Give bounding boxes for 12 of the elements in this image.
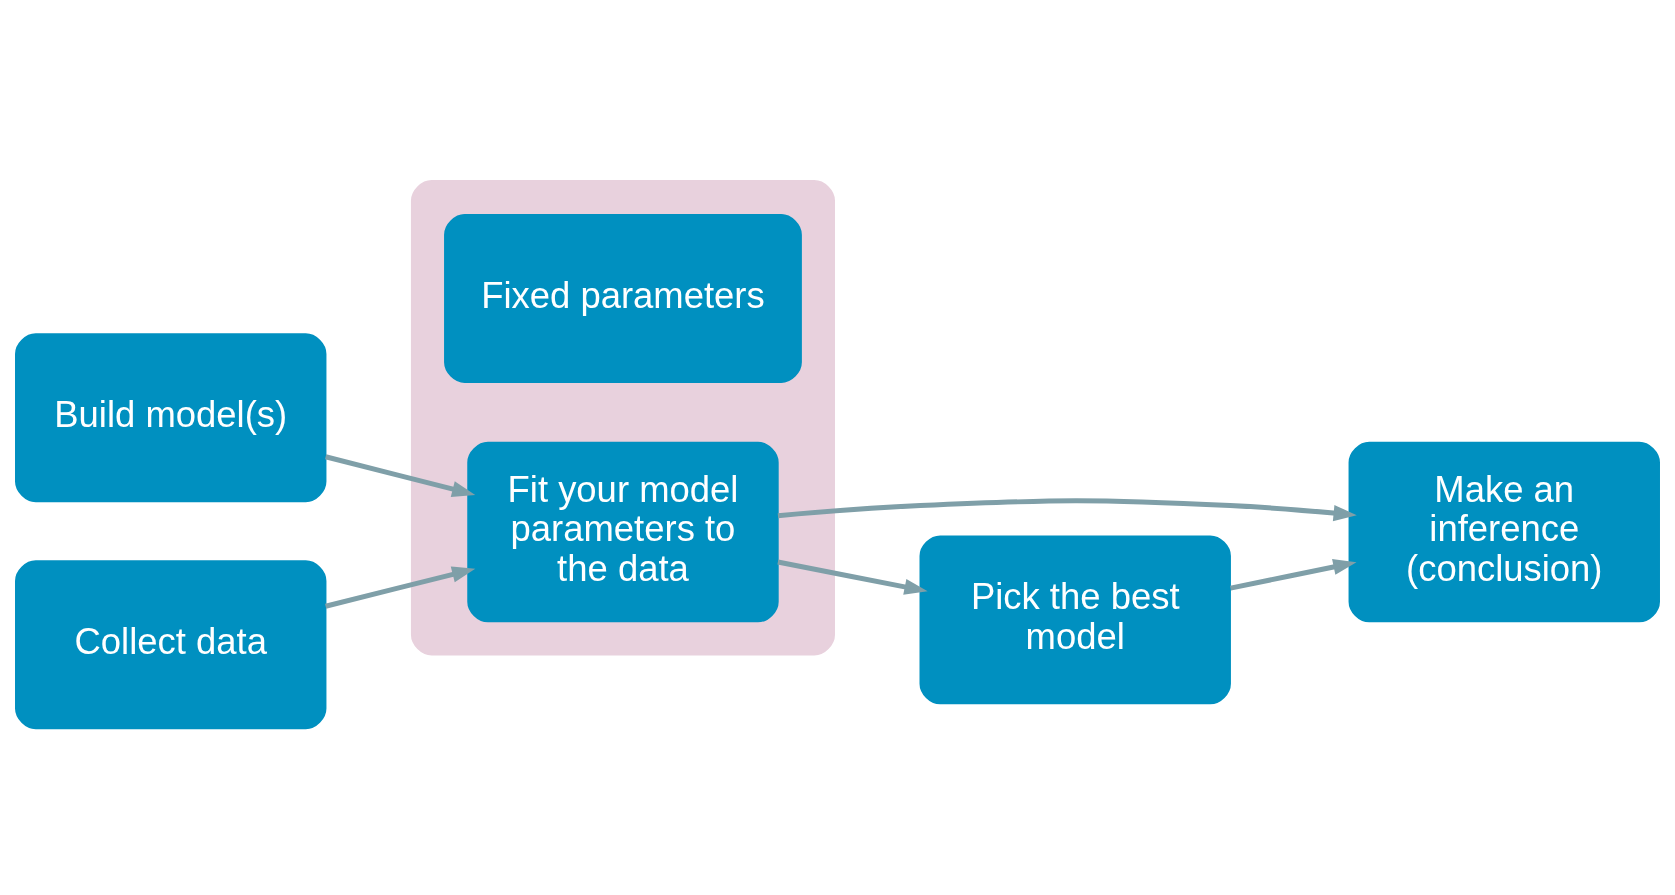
arrow — [777, 559, 928, 595]
cluster — [410, 179, 836, 655]
node-box: Fixed parameters — [444, 213, 802, 383]
arrow — [1230, 558, 1357, 591]
node-box: Fit your model parameters to the data — [467, 441, 779, 622]
node-box: Pick the best model — [919, 534, 1231, 704]
arrow — [777, 497, 1357, 521]
arrow — [325, 453, 476, 497]
node-box: Build model(s) — [15, 332, 327, 502]
node-box: Collect data — [15, 559, 327, 729]
arrow — [325, 565, 476, 609]
node-box: Make an inference (conclusion) — [1348, 441, 1660, 622]
